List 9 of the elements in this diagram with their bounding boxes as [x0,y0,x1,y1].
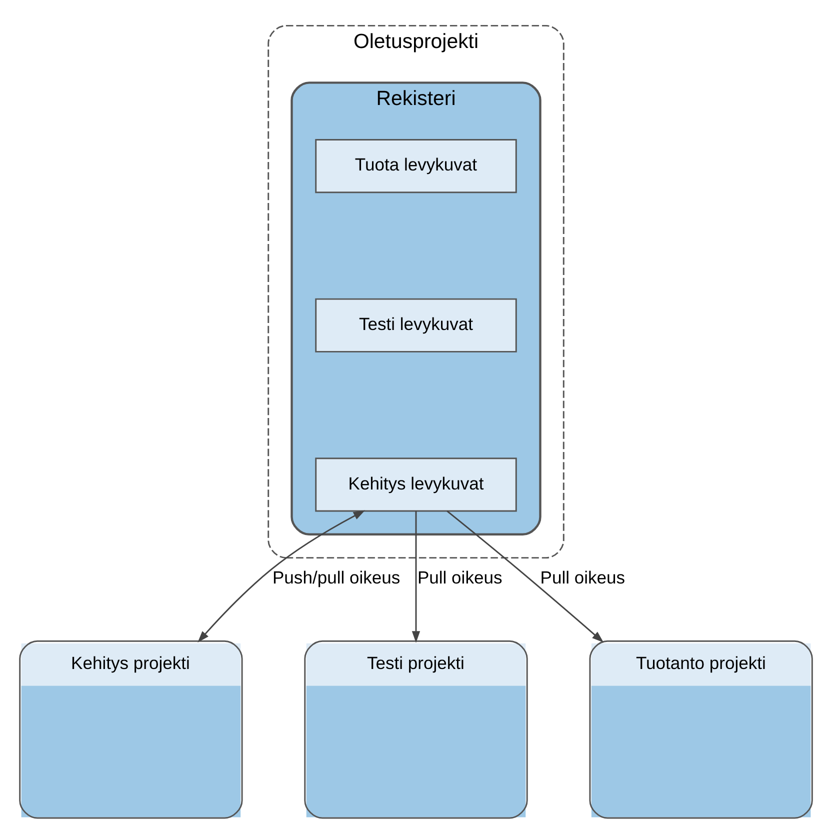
edge-label: Push/pull oikeus [272,568,400,588]
edge-label: Pull oikeus [540,568,626,588]
node-box: Kehitys levykuvat [315,458,517,512]
node-box: Tuota levykuvat [315,138,517,194]
arrow [198,510,366,643]
edge-label: Pull oikeus [417,568,502,588]
node-box: Testi levykuvat [315,298,517,352]
arrow [412,511,420,643]
arrow [446,510,604,643]
